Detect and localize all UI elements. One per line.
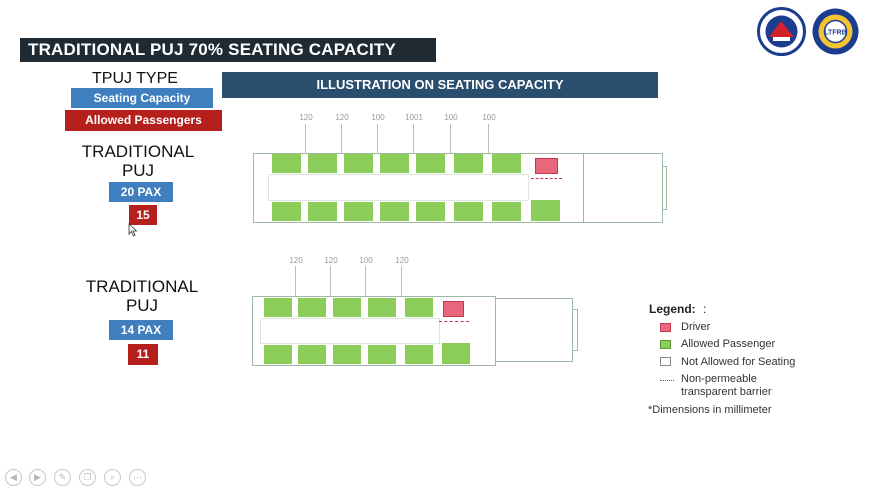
vehicle-2-seat [368, 345, 396, 364]
illustration-header: ILLUSTRATION ON SEATING CAPACITY [222, 72, 658, 98]
vehicle-1-driver-seat [535, 158, 558, 174]
vehicle-1-hood [583, 153, 663, 223]
legend-label-not-allowed: Not Allowed for Seating [681, 356, 796, 368]
vehicle-2-seat [298, 298, 326, 317]
seating-capacity-header: Seating Capacity [71, 88, 213, 108]
pen-icon[interactable]: ✎ [54, 469, 71, 486]
mouse-cursor-icon [128, 223, 138, 237]
dimension-line [377, 124, 378, 153]
legend-swatch-driver [660, 323, 671, 332]
legend-colon: : [703, 302, 707, 316]
vehicle-1-seat [308, 154, 337, 173]
dimension-line [341, 124, 342, 153]
vehicle-1-allowed: 15 [129, 205, 157, 225]
vehicle-1-seat [454, 154, 483, 173]
vehicle-1-seat [272, 202, 301, 221]
legend-label-driver: Driver [681, 321, 711, 333]
vehicle-2-seat [333, 298, 361, 317]
dimension-line [450, 124, 451, 153]
vehicle-1-capacity: 20 PAX [109, 182, 173, 202]
vehicle-1-seat [272, 154, 301, 173]
dimension-line [330, 266, 331, 296]
dimension-label: 100 [371, 113, 385, 122]
legend-title-text: Legend: [649, 302, 696, 316]
zoom-icon[interactable]: ⌕ [104, 469, 121, 486]
vehicle-1-aisle [268, 174, 529, 201]
vehicle-2-seat [368, 298, 396, 317]
vehicle-2-type-text: TRADITIONAL PUJ [85, 277, 199, 315]
vehicle-2-aisle [260, 318, 440, 344]
dimension-label: 100 [359, 256, 373, 265]
vehicle-1-seat [380, 154, 409, 173]
svg-text:LTFRB: LTFRB [824, 30, 846, 37]
vehicle-2-seat [264, 298, 292, 317]
vehicle-2-driver-seat [443, 301, 464, 317]
vehicle-1-barrier [531, 178, 562, 179]
legend-label-allowed: Allowed Passenger [681, 338, 776, 350]
dotr-logo [757, 7, 806, 56]
vehicle-2-capacity: 14 PAX [109, 320, 173, 340]
slide-title: TRADITIONAL PUJ 70% SEATING CAPACITY [20, 38, 436, 62]
vehicle-1-seat [492, 202, 521, 221]
vehicle-2-bumper [572, 309, 578, 351]
vehicle-1-seat [308, 202, 337, 221]
vehicle-2-seat [264, 345, 292, 364]
copy-icon[interactable]: ❐ [79, 469, 96, 486]
dimension-label: 120 [289, 256, 303, 265]
vehicle-1-seat [380, 202, 409, 221]
dimension-line [305, 124, 306, 153]
vehicle-2-seat [405, 345, 433, 364]
vehicle-1-bumper [662, 166, 667, 210]
legend-title: Legend: : [649, 302, 706, 316]
dimension-line [401, 266, 402, 296]
legend-swatch-not-allowed [660, 357, 671, 366]
tpuj-type-label: TPUJ TYPE [92, 70, 178, 87]
allowed-passengers-header: Allowed Passengers [65, 110, 222, 131]
legend-label-barrier: Non-permeable transparent barrier [681, 373, 772, 398]
vehicle-2-hood [495, 298, 573, 362]
dimension-label: 100 [482, 113, 496, 122]
vehicle-2-seat [405, 298, 433, 317]
vehicle-1-seat [416, 154, 445, 173]
legend-swatch-barrier [660, 380, 674, 381]
dimension-line [365, 266, 366, 296]
legend-swatch-allowed [660, 340, 671, 349]
vehicle-1-type-label: TRADITIONAL PUJ [78, 142, 198, 180]
dimension-label: 120 [324, 256, 338, 265]
vehicle-1-front-seat [531, 200, 560, 221]
vehicle-2-allowed: 11 [128, 344, 158, 365]
vehicle-1-diagram: 120 120 100 1001 100 100 [250, 112, 670, 227]
vehicle-2-barrier [439, 321, 469, 322]
vehicle-1-seat [344, 154, 373, 173]
vehicle-1-seat [416, 202, 445, 221]
vehicle-2-front-seat [442, 343, 470, 364]
dimension-label: 120 [335, 113, 349, 122]
dimension-label: 120 [395, 256, 409, 265]
dimensions-note: *Dimensions in millimeter [648, 404, 772, 416]
ltfrb-logo: LTFRB [811, 7, 860, 56]
next-icon[interactable]: ▶ [29, 469, 46, 486]
dimension-label: 100 [444, 113, 458, 122]
dimension-line [413, 124, 414, 153]
vehicle-2-type-label: TRADITIONAL PUJ [82, 277, 202, 315]
dimension-label: 120 [299, 113, 313, 122]
dimension-label: 1001 [405, 113, 423, 122]
dimension-line [488, 124, 489, 153]
vehicle-1-type-text: TRADITIONAL PUJ [81, 142, 195, 180]
vehicle-1-seat [492, 154, 521, 173]
vehicle-2-seat [298, 345, 326, 364]
more-icon[interactable]: ⋯ [129, 469, 146, 486]
vehicle-2-seat [333, 345, 361, 364]
vehicle-1-seat [454, 202, 483, 221]
vehicle-2-diagram: 120 120 100 120 [250, 254, 590, 369]
vehicle-1-seat [344, 202, 373, 221]
dimension-line [295, 266, 296, 296]
prev-icon[interactable]: ◀ [5, 469, 22, 486]
